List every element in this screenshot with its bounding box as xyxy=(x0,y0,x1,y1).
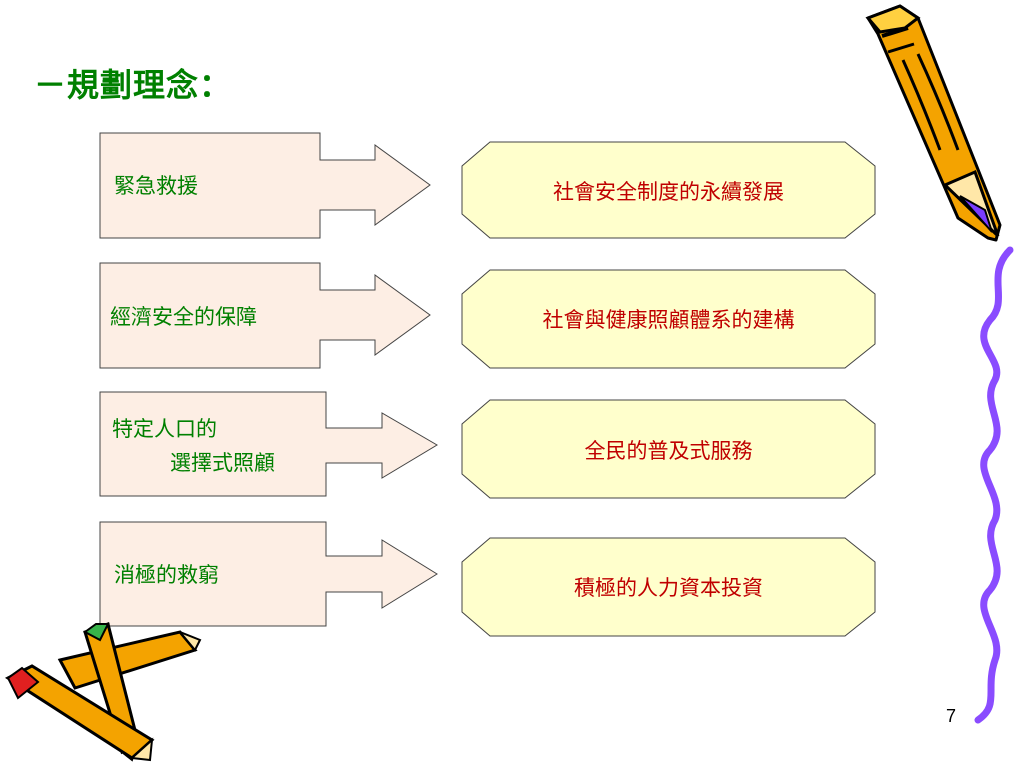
squiggle-line xyxy=(978,250,1010,720)
left-label-1: 緊急救援 xyxy=(114,171,198,201)
left-label-4: 消極的救窮 xyxy=(114,560,219,590)
result-label-2: 社會與健康照顧體系的建構 xyxy=(462,304,875,334)
result-label-3: 全民的普及式服務 xyxy=(462,435,875,465)
result-label-1: 社會安全制度的永續發展 xyxy=(462,176,875,206)
callout-arrow-3 xyxy=(100,392,437,496)
left-label-3b: 選擇式照顧 xyxy=(170,448,275,478)
left-label-2: 經濟安全的保障 xyxy=(110,302,257,332)
left-label-3a: 特定人口的 xyxy=(112,414,217,444)
page-number: 7 xyxy=(946,706,956,727)
pencil-icon xyxy=(868,6,1000,240)
crossed-pencils-icon xyxy=(8,624,200,760)
result-label-4: 積極的人力資本投資 xyxy=(462,572,875,602)
